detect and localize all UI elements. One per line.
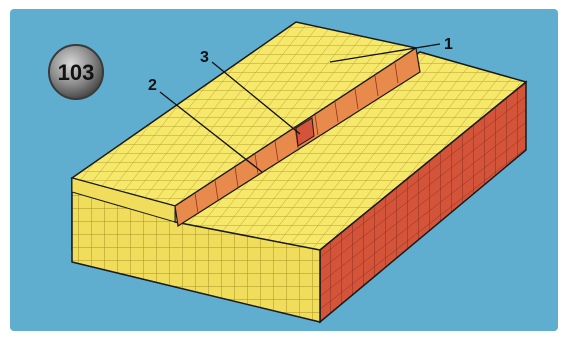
- badge-number: 103: [58, 60, 95, 85]
- callout-1: 1: [444, 36, 453, 53]
- figure-badge: 103: [49, 45, 103, 99]
- callout-2: 2: [148, 77, 157, 94]
- callout-3: 3: [200, 49, 209, 66]
